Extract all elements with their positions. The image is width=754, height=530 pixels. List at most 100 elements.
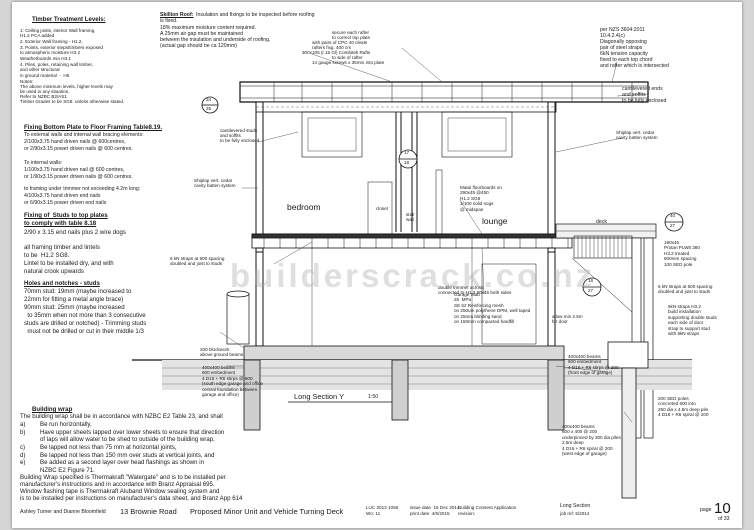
fixing-line: 1/100x3.75 hand driven nail @ 600 centre… (24, 167, 125, 173)
wrap-item-mark: e) (20, 459, 26, 466)
holes-title: Holes and notches - studs (24, 280, 100, 287)
shiplap-left-line: cavity batten system (194, 183, 236, 188)
label-lsb: 6kN straps H3.2 build installation suppo… (668, 304, 717, 337)
section-scale: 1:50 (368, 394, 379, 400)
room-deck: deck (596, 219, 607, 225)
job-ref: job ref: 5/2014 (560, 511, 590, 516)
timber-line: and other structural (20, 67, 60, 72)
holes-line: 22mm for fitting a metal angle brace) (24, 296, 124, 303)
wrap-spec: is to be installed per instructions on m… (20, 495, 243, 502)
studs-line: all framing timber and lintels (24, 244, 100, 251)
timber-line: Timber Grades to be SG8 unless otherwise… (20, 99, 125, 104)
room-lounge: lounge (482, 216, 508, 226)
callout-circles (201, 96, 684, 297)
deck (555, 223, 657, 439)
callout-number: 17 (404, 150, 410, 155)
label-blockwork: 200 blockwork above ground beams (200, 347, 244, 358)
holes-line: studs are drilled or notched) - Trimming… (24, 320, 147, 327)
nzs-line: and rafter which is intersected (600, 63, 669, 69)
wrap-item: of laps will allow water to be shed to o… (40, 436, 215, 443)
skillion-line: A 25mm air gap must be maintained (160, 31, 244, 37)
water-tank (226, 290, 250, 345)
timber-line: Notes: (20, 79, 34, 84)
rafter-line: 14 gauge screws x 35mm into plate (312, 60, 385, 65)
wo-number: Wo: 11 (366, 511, 381, 516)
callout-number: 27 (588, 288, 594, 293)
timber-line: 2. Exterior Wall framing - H1.2, (20, 39, 83, 44)
wrap-item: Have upper sheets lapped over lower shee… (40, 429, 225, 436)
fixing-line: To internal walls: (24, 160, 63, 166)
revision: revision: (458, 511, 476, 516)
studs-line: Lintel to be installed dry, and with (24, 260, 114, 267)
wrap-item-mark: b) (20, 429, 26, 436)
timber-line: Weatherboards min H3.1 (20, 56, 71, 61)
timber-line: 3. Points, exterior steps/timbers expose… (20, 45, 103, 50)
wrap-spec: Window flashing tape is Thermakraft Alub… (20, 488, 220, 495)
cantilever-line: and soffits (622, 92, 646, 98)
skillion-line: 18% maximum moisture content required. (160, 25, 257, 31)
drawing-sheet: builderscrack.co.nz Timber Treatment Lev… (12, 2, 742, 528)
nzs-line: per NZS 3604:2011 (600, 27, 645, 33)
label-matai-floor: Matai floorboards on 290x45 @450 H1.2 SG… (460, 185, 502, 212)
sheet-title: Long Section (560, 503, 591, 509)
wrap-spec: Building Wrap specified is Thermakraft "… (20, 474, 226, 481)
label-strap-right: 6 kN straps at 600 spacing doubled and j… (658, 284, 713, 295)
rafter-line: with pairs of CPC 40 cleats (312, 40, 368, 45)
rafter-line: to side of rafter (332, 55, 363, 60)
shiplap-left-line: Shiplap vert. cedar (194, 178, 233, 183)
rafter-line: secure each rafter (332, 30, 370, 35)
wrap-title: Building wrap (32, 406, 73, 413)
timber-line: be used in any situation. (20, 89, 70, 94)
label-garage-slab: Garage Slab 25 MPa SE 62 Reinforcing mes… (454, 292, 531, 325)
label-beam-bottom: 400x400 beams 600 x 400 @ 200 underpinne… (562, 424, 621, 457)
wrap-item-mark: a) (20, 421, 26, 428)
nzs-line: 10.4.2.4(c) (600, 33, 625, 39)
wrap-spec: manufacturer's instructions and in accor… (20, 481, 215, 488)
section-drawing (132, 47, 692, 499)
watermark: builderscrack.co.nz (230, 257, 596, 294)
label-door-allow: allow min 2.5m for door (552, 314, 583, 325)
callout-number: 27 (670, 223, 676, 228)
fixing-line: to framing under trimmer not exceeding 4… (24, 186, 141, 192)
callout-number: 18 (404, 160, 410, 165)
rafter-line: 300x105 (r.15 Gl) Combitek Rafts (302, 50, 371, 55)
print-date: print date 4/6/2015 (410, 511, 450, 516)
wrap-item: NZBC E2 Figure 71. (40, 467, 95, 474)
cantilever-left-line: and soffits (220, 133, 241, 138)
room-stair-wall: stair wall (406, 212, 415, 223)
studs-line: 2/90 x 3.15 end nails plus 2 wire dogs (24, 229, 126, 236)
fixing-line: or 6/90x3.15 power driven end nails (24, 200, 107, 206)
wrap-item: Be run horizontally, (40, 421, 92, 428)
holes-line: 90mm stud: 25mm (maybe increased (24, 304, 125, 311)
rafter-ticks (273, 82, 633, 102)
shiplap-line: Shiplap vert. cedar (616, 130, 655, 135)
label-protan: 190x45 Protan PLW8 360 H3.2 treated 600m… (664, 240, 700, 267)
nzs-line: Diagonally opposing (600, 39, 647, 45)
skillion-line: (actual gap should be ca 120mm) (160, 43, 237, 49)
studs-line: natural crook upwards (24, 268, 84, 275)
page-number: 10 (714, 500, 731, 517)
owner-name: Ashley Turner and Dianne Bloomfield (20, 509, 106, 515)
issue-date: issue date 16 Dec 2014 (410, 505, 460, 510)
holes-line: to 35mm when not more than 3 consecutive (24, 312, 146, 319)
label-strap-left: 6 kN straps at 600 spacing doubled and j… (170, 256, 225, 267)
skillion-title: Skillion Roof: (160, 12, 194, 18)
fixing-line: or 1/90x3.15 power driven nails @ 600 ce… (24, 174, 133, 180)
skillion-line: between the insulation and underside of … (160, 37, 271, 43)
wrap-item: Be lapped not less than 75 mm at horizon… (40, 444, 177, 451)
timber-line: H1.2 PCA added (20, 33, 55, 38)
page-label: page (700, 507, 712, 513)
timber-line: in ground material - H5 (20, 73, 70, 78)
timber-line: The above minimum levels, higher levels … (20, 84, 113, 89)
room-bedroom: bedroom (287, 202, 321, 212)
studs-title: Fixing of Studs to top plates (24, 212, 108, 219)
wrap-intro: The building wrap shall be in accordance… (20, 413, 223, 420)
fixing-line: 2/100x3.75 hand driven nails @ 600centre… (24, 139, 126, 145)
label-beam-left: 400x400 beams 600 embedment 4 D16 + R6 s… (202, 365, 263, 398)
holes-line: 70mm stud: 19mm (maybe increased to (24, 288, 132, 295)
callout-number: 26 (206, 106, 212, 111)
fixing-line: or 2/90x3.15 power driven nails @ 600 ce… (24, 146, 133, 152)
nzs-line: fixed to each top chord (600, 57, 653, 63)
nzs-line: 6kN tension capacity (600, 51, 648, 57)
rafter-line: to correct top plate (332, 35, 371, 40)
